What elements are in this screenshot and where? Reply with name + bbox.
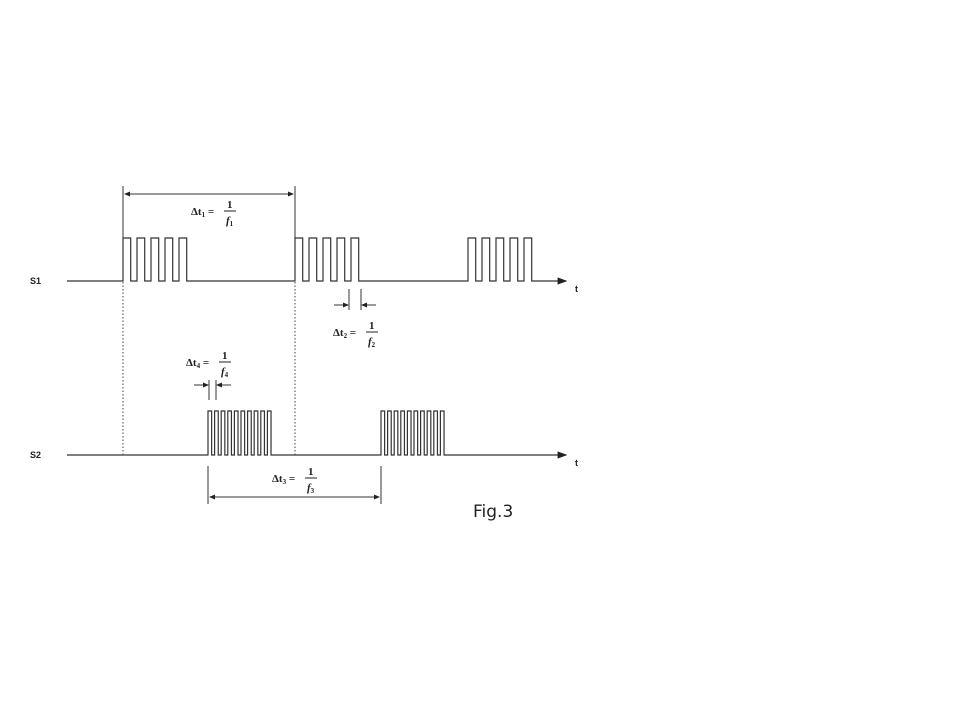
dt1-equation: Δt1 = 1 f1: [191, 199, 236, 228]
figure-caption: Fig.3: [473, 502, 513, 522]
dt4-equation: Δt4 = 1 f4: [186, 350, 231, 379]
dt3-dimension: [207, 466, 382, 504]
svg-text:1: 1: [222, 350, 228, 362]
time-axis-label-s2: t: [575, 458, 578, 468]
svg-text:f4: f4: [221, 366, 229, 379]
dt4-dimension: [194, 380, 231, 400]
signal-label-s2: S2: [30, 450, 41, 460]
svg-text:f3: f3: [307, 482, 315, 495]
dt1-dimension: [122, 186, 296, 238]
s1-waveform: [67, 237, 568, 285]
dt3-equation: Δt3 = 1 f3: [272, 466, 317, 495]
s2-waveform: [67, 410, 568, 459]
svg-text:Δt1 =: Δt1 =: [191, 206, 214, 219]
dt2-equation: Δt2 = 1 f2: [333, 320, 378, 349]
svg-text:Δt2 =: Δt2 =: [333, 327, 356, 340]
time-axis-label-s1: t: [575, 284, 578, 294]
svg-text:Δt4 =: Δt4 =: [186, 357, 209, 370]
svg-text:1: 1: [227, 199, 233, 211]
svg-text:1: 1: [369, 320, 375, 332]
signal-label-s1: S1: [30, 276, 41, 286]
svg-text:1: 1: [308, 466, 314, 478]
svg-text:f1: f1: [226, 215, 234, 228]
dt2-dimension: [334, 289, 376, 310]
svg-text:Δt3 =: Δt3 =: [272, 473, 295, 486]
svg-text:f2: f2: [368, 336, 376, 349]
